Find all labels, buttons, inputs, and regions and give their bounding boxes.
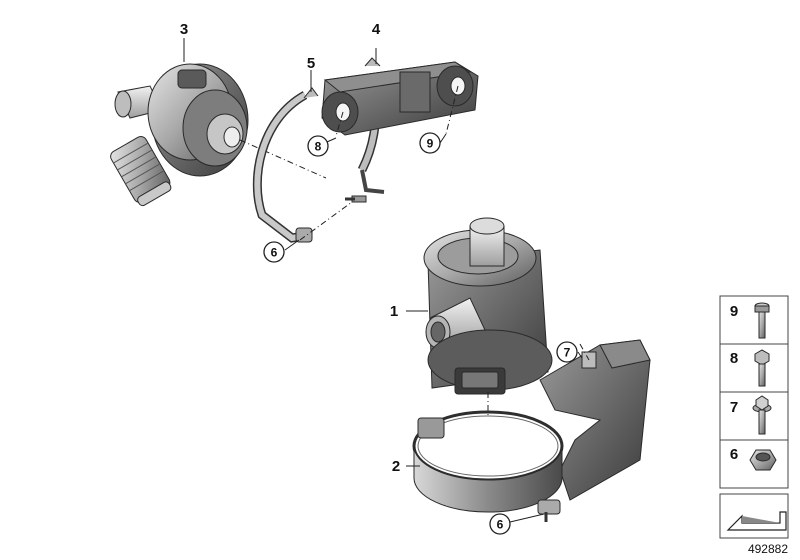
callout-1: 1 bbox=[390, 303, 398, 320]
legend-panel: 9 8 7 6 bbox=[719, 295, 789, 539]
rubber-mount bbox=[321, 48, 479, 137]
callout-8: 8 bbox=[307, 135, 329, 157]
legend-item-6: 6 bbox=[730, 446, 777, 471]
document-number: 492882 bbox=[748, 542, 788, 556]
legend-label-8: 8 bbox=[730, 350, 738, 367]
water-pump-small bbox=[110, 63, 327, 207]
callout-label-8: 8 bbox=[315, 140, 322, 154]
hex-bolt-icon bbox=[754, 349, 770, 387]
legend-item-8: 8 bbox=[730, 349, 770, 387]
electric-water-pump bbox=[423, 217, 553, 458]
legend-item-9: 9 bbox=[730, 302, 770, 339]
callout-2: 2 bbox=[392, 458, 400, 475]
flange-bolt-icon bbox=[752, 395, 772, 435]
legend-label-6: 6 bbox=[730, 446, 738, 463]
callout-9: 9 bbox=[419, 132, 441, 154]
callout-label-5: 5 bbox=[307, 55, 315, 72]
bolt-icon bbox=[754, 302, 770, 339]
callout-label-7: 7 bbox=[564, 346, 571, 360]
pump-holder bbox=[412, 339, 651, 523]
callout-6-bottom: 6 bbox=[489, 513, 511, 535]
legend-label-7: 7 bbox=[730, 399, 738, 416]
legend-label-9: 9 bbox=[730, 303, 738, 320]
hex-nut-icon bbox=[749, 449, 777, 471]
callout-3: 3 bbox=[180, 21, 188, 38]
callout-6-top: 6 bbox=[263, 241, 285, 263]
legend-item-7: 7 bbox=[730, 395, 772, 435]
callout-label-6-bottom: 6 bbox=[497, 518, 504, 532]
orientation-arrow-icon bbox=[726, 511, 787, 531]
callout-5: 5 bbox=[307, 55, 315, 72]
callout-label-1: 1 bbox=[390, 303, 398, 320]
callout-label-4: 4 bbox=[372, 21, 381, 38]
callout-label-9: 9 bbox=[427, 137, 434, 151]
callout-label-3: 3 bbox=[180, 21, 188, 38]
callout-4: 4 bbox=[372, 21, 381, 38]
callout-7: 7 bbox=[556, 341, 578, 363]
callout-label-6-top: 6 bbox=[271, 246, 278, 260]
callout-label-2: 2 bbox=[392, 458, 400, 475]
